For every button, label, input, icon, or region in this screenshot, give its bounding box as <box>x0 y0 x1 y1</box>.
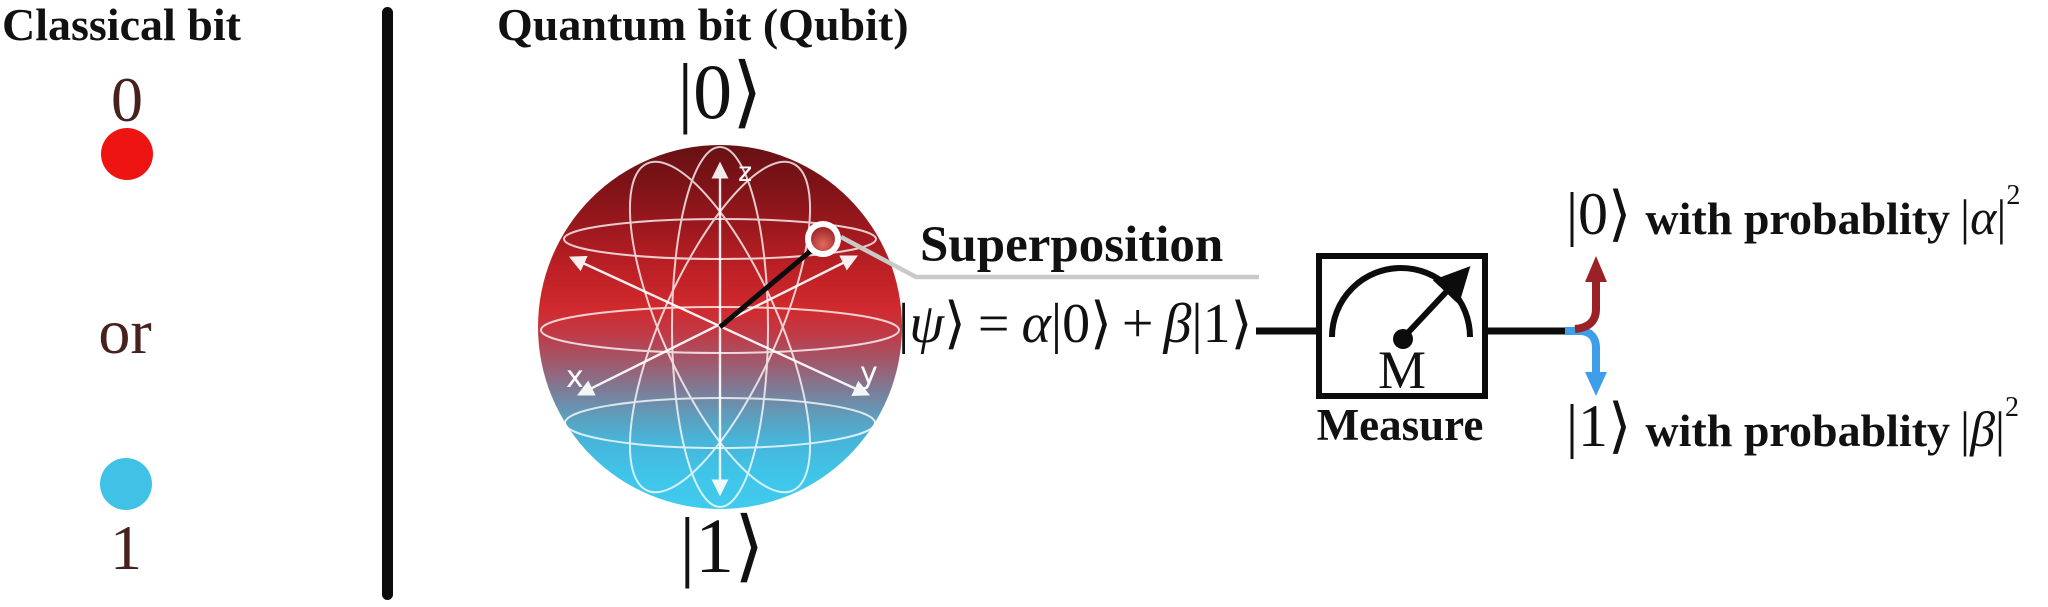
eq-beta: β <box>1163 293 1192 355</box>
eq-ket-zero: |0⟩ <box>1050 293 1112 355</box>
eq-psi-symbol: ψ <box>909 293 944 355</box>
outcome-one-arrow-shaft <box>1565 327 1600 374</box>
classical-one-dot <box>100 458 152 510</box>
gauge-arc <box>1329 265 1473 338</box>
measure-caption: Measure <box>1316 400 1484 450</box>
beta-symbol: β <box>1970 401 1995 457</box>
bloch-sphere-wireframe: z x y <box>540 146 900 508</box>
beta-left-bar: | <box>1960 401 1971 457</box>
beta-exponent: 2 <box>2004 392 2019 423</box>
outcome-zero-probability: |α|2 <box>1960 180 2021 245</box>
outcome-one-probability: |β|2 <box>1960 392 2019 457</box>
eq-alpha: α <box>1021 293 1051 355</box>
state-equation: |ψ⟩=α|0⟩+β|1⟩ <box>898 292 1252 356</box>
meter-m-label: M <box>1377 340 1426 400</box>
outcome-zero-arrow-shaft <box>1574 280 1600 333</box>
eq-psi-bar: | <box>898 293 910 355</box>
classical-or-label: or <box>98 296 152 367</box>
bloch-sphere: z x y <box>538 145 902 509</box>
classical-zero-label: 0 <box>111 64 143 135</box>
gauge-pivot-dot <box>1393 329 1413 349</box>
alpha-left-bar: | <box>1960 189 1971 245</box>
sphere-axis-labels: z x y <box>566 157 878 395</box>
alpha-right-bar: | <box>1996 189 2007 245</box>
eq-plus: + <box>1121 293 1154 355</box>
ket-one-pole-label: |1⟩ <box>679 502 765 589</box>
ket-zero-pole-label: |0⟩ <box>677 48 763 135</box>
outcome-one-row: |1⟩ with probablity |β|2 <box>1566 394 2019 457</box>
outcome-zero-text: with probablity <box>1645 193 1951 244</box>
superposition-label: Superposition <box>920 217 1224 273</box>
y-axis-label: y <box>860 356 878 391</box>
z-axis-label: z <box>738 157 752 188</box>
outcome-one-text: with probablity <box>1645 405 1951 456</box>
x-axis-label: x <box>566 360 584 395</box>
outcome-one-ket: |1⟩ <box>1566 393 1632 459</box>
state-marker-ring <box>805 221 841 257</box>
section-divider <box>382 7 393 600</box>
state-vector <box>718 242 821 329</box>
eq-ket-one: |1⟩ <box>1191 293 1253 355</box>
outcome-zero-arrowhead <box>1585 256 1607 282</box>
meter-gauge <box>1329 265 1473 349</box>
alpha-symbol: α <box>1970 189 1997 245</box>
classical-bit-title: Classical bit <box>2 0 241 50</box>
sphere-axes <box>568 161 871 497</box>
quantum-bit-title: Quantum bit (Qubit) <box>497 0 909 50</box>
outcome-zero-row: |0⟩ with probablity |α|2 <box>1566 182 2020 245</box>
classical-one-label: 1 <box>110 512 142 583</box>
beta-right-bar: | <box>1994 401 2005 457</box>
eq-equals: = <box>977 293 1010 355</box>
eq-psi-rangle: ⟩ <box>944 293 966 355</box>
measure-box: M <box>1316 253 1488 399</box>
gauge-needle <box>1400 266 1471 341</box>
alpha-exponent: 2 <box>2006 180 2021 211</box>
outcome-zero-ket: |0⟩ <box>1566 181 1632 247</box>
classical-zero-dot <box>101 128 153 180</box>
